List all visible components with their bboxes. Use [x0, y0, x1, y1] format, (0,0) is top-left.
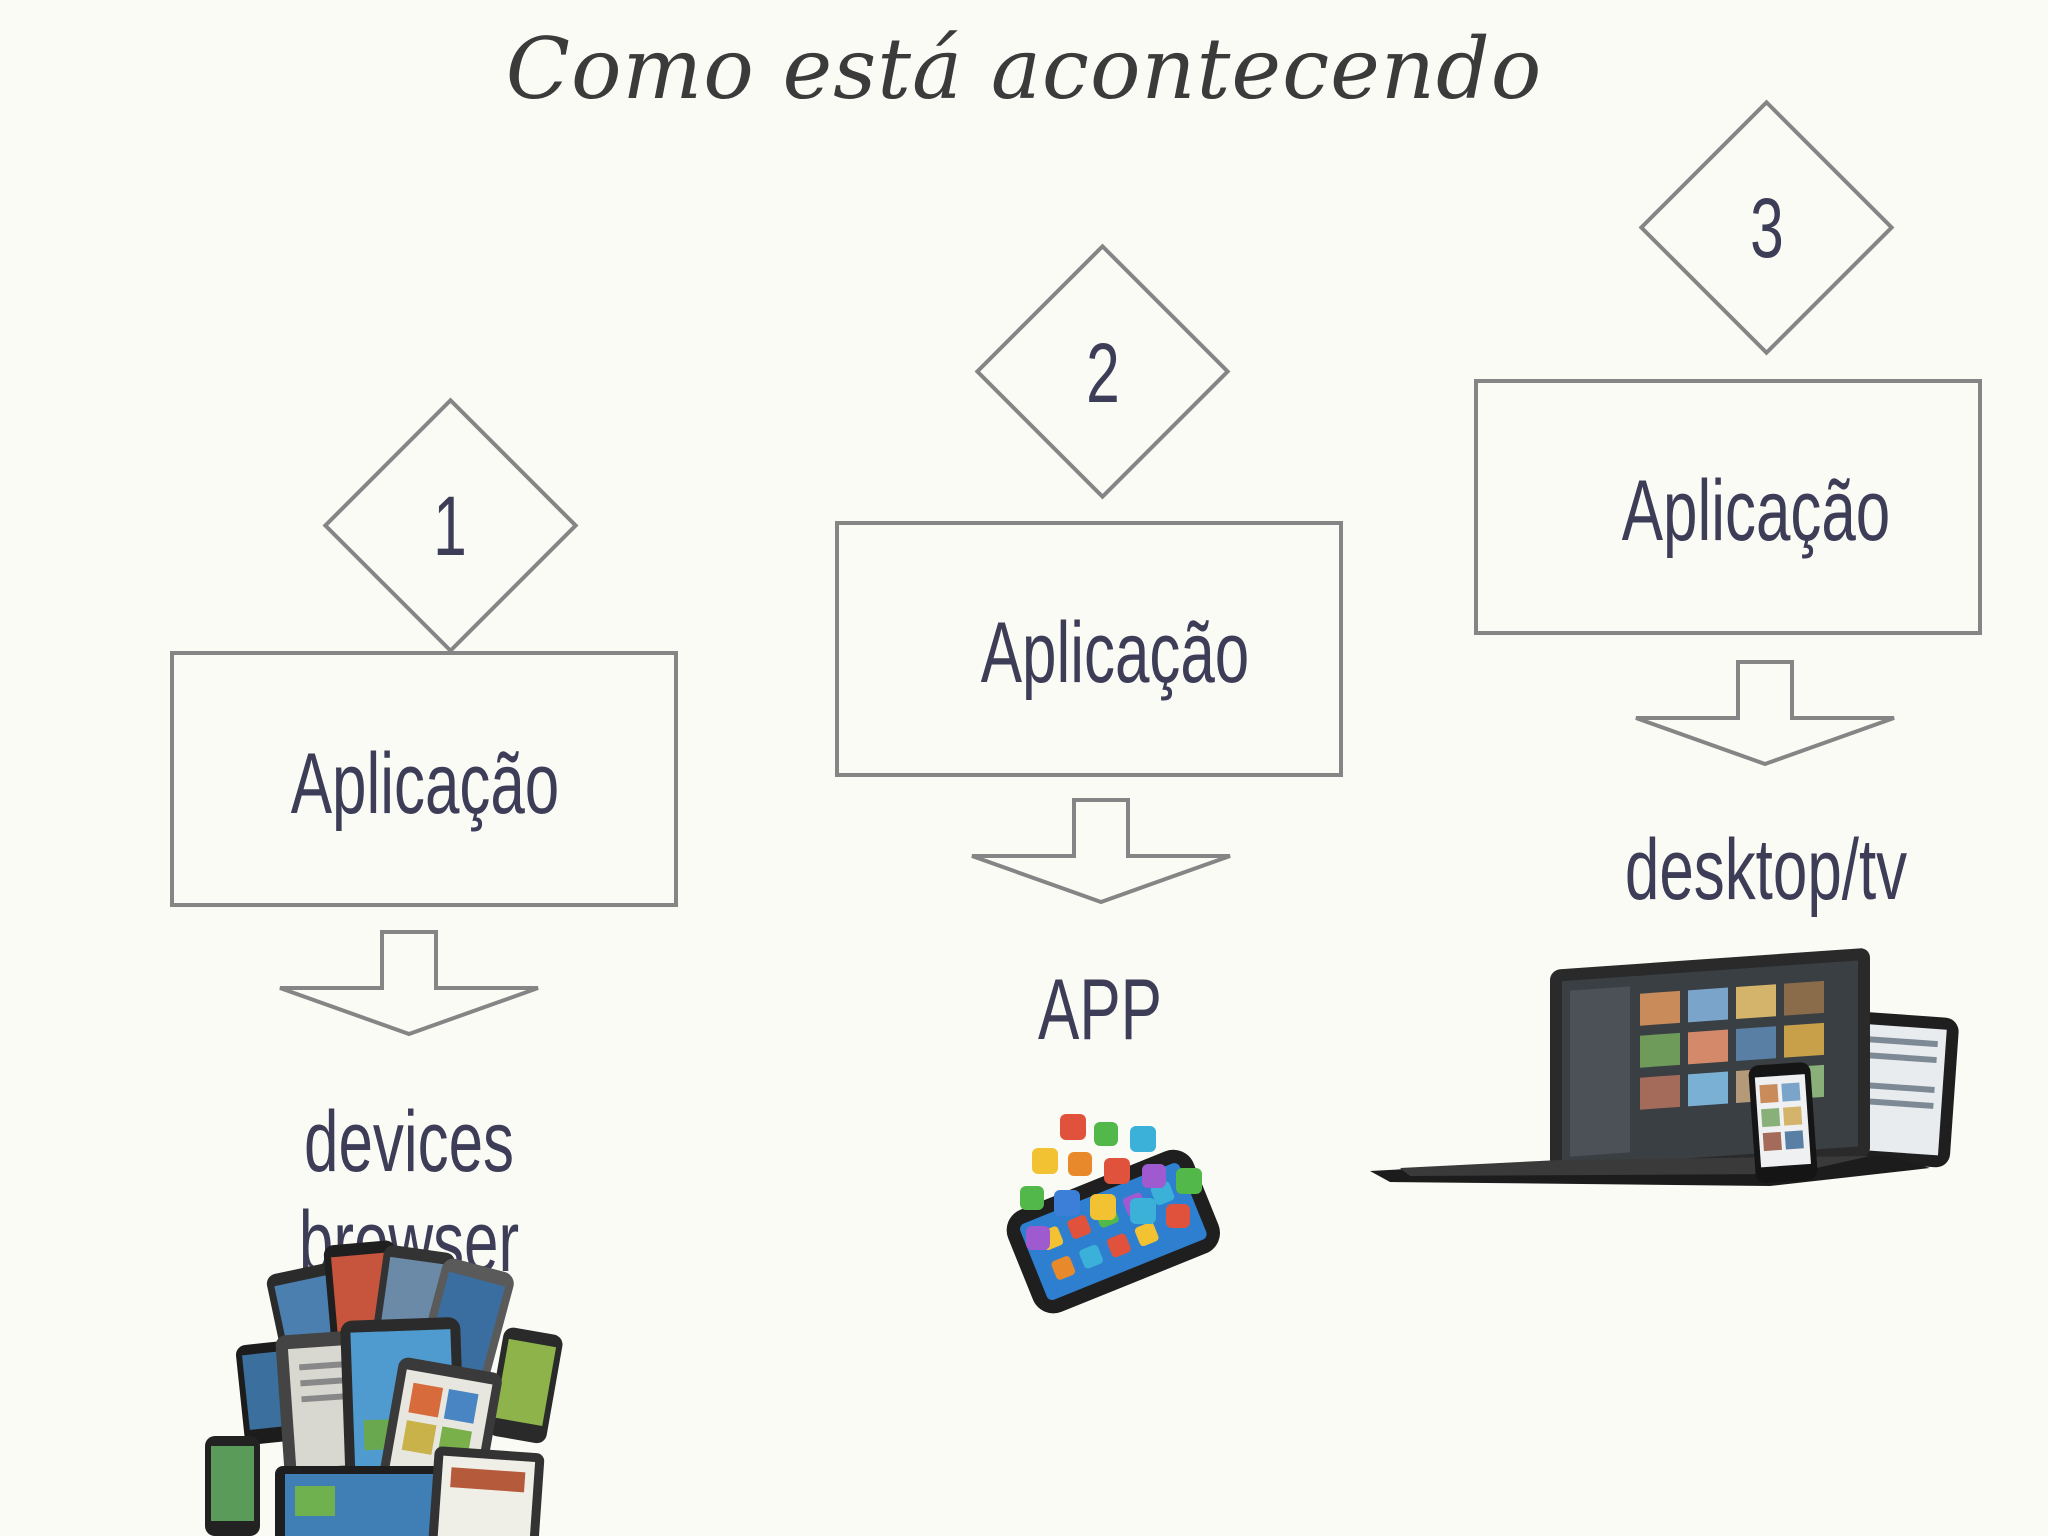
step-3-down-arrow-icon [1635, 660, 1895, 767]
smartphone-apps-icon [1006, 1114, 1221, 1314]
step-3-number: 3 [1750, 181, 1784, 275]
step-1-number: 1 [433, 479, 467, 573]
page-title: Como está acontecendo [505, 20, 1543, 118]
laptop-tablet-phone-icon [1370, 948, 1959, 1186]
step-2-target: APP [1038, 962, 1162, 1058]
devices-collage-icon [205, 1240, 563, 1536]
step-1-down-arrow-icon [279, 930, 539, 1037]
step-3-target: desktop/tv [1624, 822, 1908, 918]
step-3-box [1474, 379, 1982, 635]
step-1-box [170, 651, 678, 907]
step-1-box-label: Aplicação [290, 736, 560, 832]
step-3-box-label: Aplicação [1621, 463, 1891, 559]
step-2-box-label: Aplicação [980, 605, 1250, 701]
step-2-number: 2 [1086, 326, 1120, 420]
step-2-down-arrow-icon [971, 798, 1231, 905]
step-2-box [835, 521, 1343, 777]
step-1-target: devices browser [298, 1094, 520, 1290]
